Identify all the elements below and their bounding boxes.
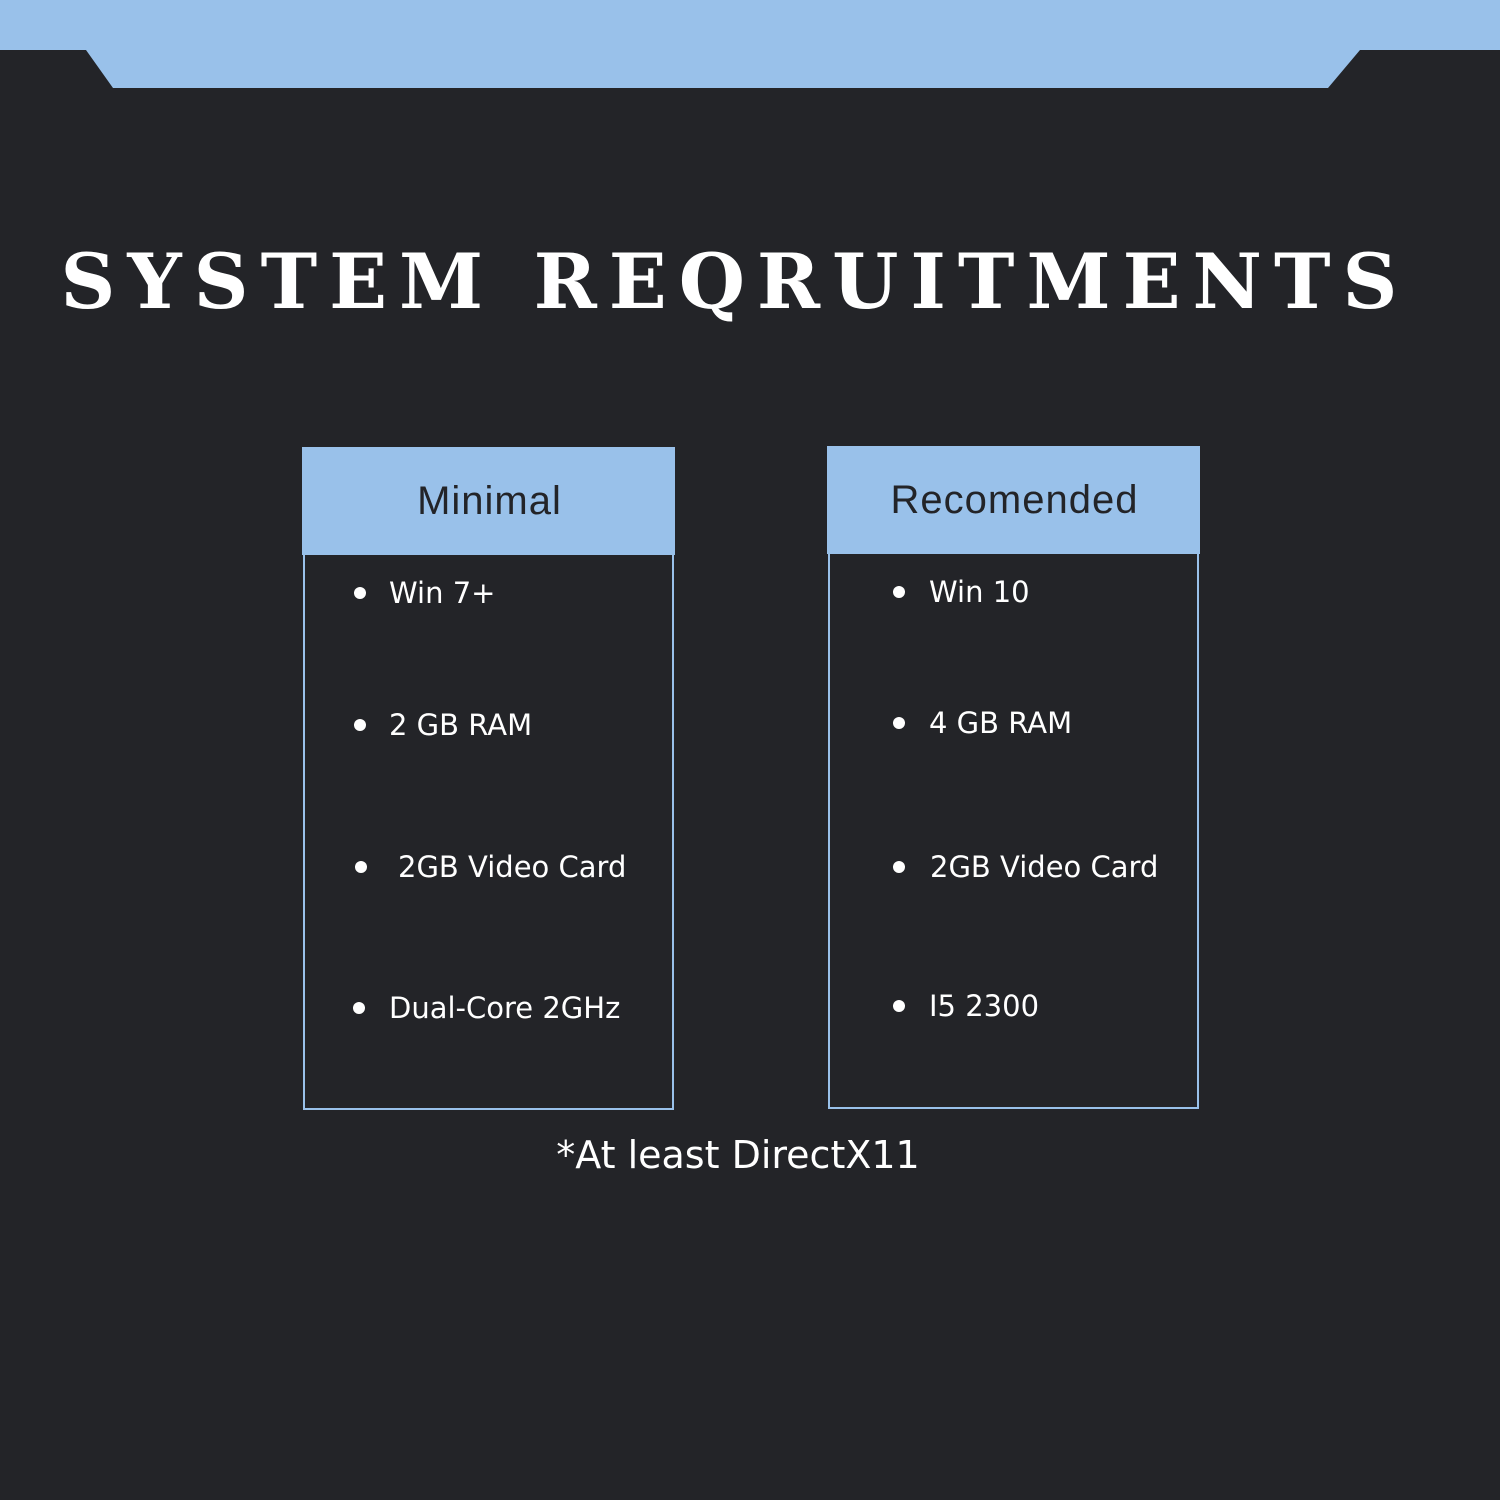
card-title-recommended: Recomended xyxy=(890,477,1139,522)
minimal-requirements-card: Minimal Win 7+ 2 GB RAM 2GB Video Card D… xyxy=(302,447,675,1110)
card-header: Recomended xyxy=(827,446,1200,554)
requirement-text: Dual-Core 2GHz xyxy=(389,991,621,1025)
page-title: SYSTEM REQRUITMENTS xyxy=(60,237,1410,326)
list-item: 2GB Video Card xyxy=(830,847,1197,887)
list-item: 2 GB RAM xyxy=(305,705,672,745)
bullet-icon xyxy=(893,717,905,729)
card-title-minimal: Minimal xyxy=(417,478,562,523)
list-item: Win 7+ xyxy=(305,573,672,613)
top-banner xyxy=(0,0,1500,88)
recommended-requirements-card: Recomended Win 10 4 GB RAM 2GB Video Car… xyxy=(827,446,1200,1109)
list-item: 4 GB RAM xyxy=(830,703,1197,743)
list-item: 2GB Video Card xyxy=(305,847,672,887)
list-item: Dual-Core 2GHz xyxy=(305,988,672,1028)
card-header: Minimal xyxy=(302,447,675,555)
list-item: I5 2300 xyxy=(830,986,1197,1026)
requirement-text: 2GB Video Card xyxy=(398,850,627,884)
card-body: Win 7+ 2 GB RAM 2GB Video Card Dual-Core… xyxy=(303,553,674,1110)
bullet-icon xyxy=(353,1002,365,1014)
requirement-text: 2GB Video Card xyxy=(930,850,1159,884)
requirement-text: 4 GB RAM xyxy=(929,706,1073,740)
card-body: Win 10 4 GB RAM 2GB Video Card I5 2300 xyxy=(828,552,1199,1109)
requirement-text: I5 2300 xyxy=(929,989,1040,1023)
bullet-icon xyxy=(893,861,905,873)
bullet-icon xyxy=(354,719,366,731)
bullet-icon xyxy=(354,587,366,599)
directx-footnote: *At least DirectX11 xyxy=(556,1133,920,1177)
requirement-text: Win 10 xyxy=(929,575,1030,609)
list-item: Win 10 xyxy=(830,572,1197,612)
bullet-icon xyxy=(893,586,905,598)
requirement-text: 2 GB RAM xyxy=(389,708,533,742)
requirement-text: Win 7+ xyxy=(389,576,496,610)
bullet-icon xyxy=(355,861,367,873)
bullet-icon xyxy=(893,1000,905,1012)
